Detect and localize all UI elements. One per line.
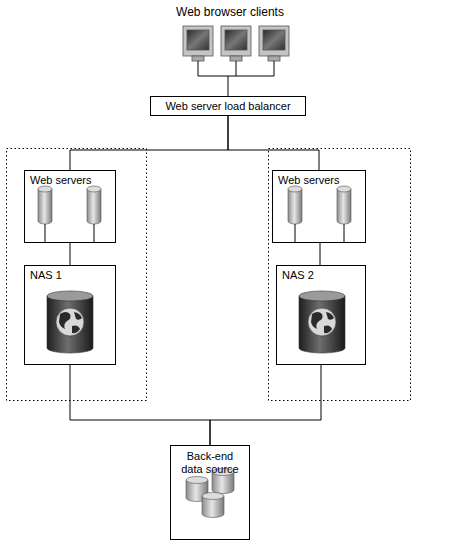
client-wires (198, 61, 274, 96)
node-label: NAS 1 (30, 269, 110, 282)
nas-box: NAS 1 (24, 265, 116, 365)
server-cylinders (38, 186, 351, 224)
connector-line (210, 365, 321, 445)
connector-line (70, 116, 228, 170)
load-balancer-box: Web server load balancer (150, 96, 306, 116)
site-group-outline (7, 149, 411, 401)
server-group-box: Web servers (24, 170, 116, 243)
node-label: Back-end data source (180, 450, 240, 476)
connector-line (320, 243, 321, 265)
client-monitors (183, 26, 289, 61)
node-label: Web servers (278, 174, 360, 187)
connector-line (70, 243, 71, 265)
nas-box: NAS 2 (276, 265, 366, 365)
data-source-box: Back-end data source (170, 445, 250, 540)
database-cylinders (186, 469, 234, 518)
node-label: Web server load balancer (153, 100, 303, 113)
group-heading: Web browser clients (130, 5, 330, 19)
node-label: NAS 2 (282, 269, 360, 282)
server-wires (45, 224, 344, 242)
nas-cylinder (47, 291, 345, 353)
node-label: Web servers (30, 174, 110, 187)
connector-line (70, 365, 210, 445)
server-group-box: Web servers (272, 170, 366, 243)
connector-line (228, 116, 319, 170)
